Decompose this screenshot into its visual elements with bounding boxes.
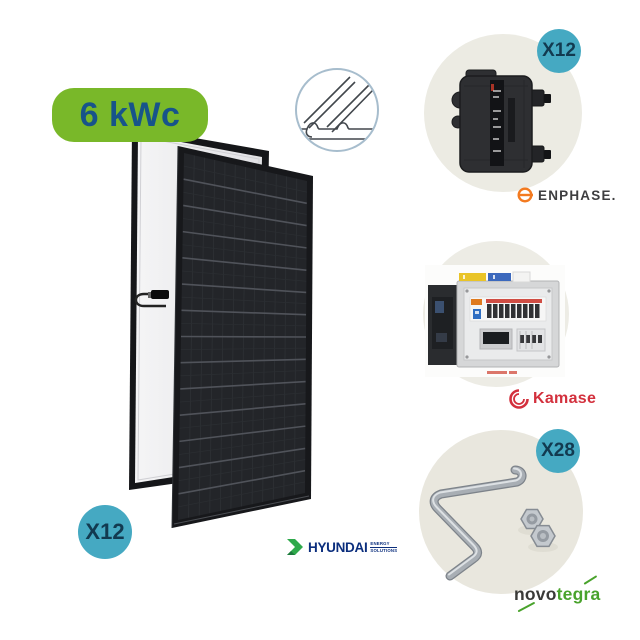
- kamase-wordmark: Kamase: [533, 390, 597, 407]
- novotegra-logo: novotegra: [514, 584, 600, 605]
- enphase-logo: ENPHASE.: [516, 186, 617, 204]
- hyundai-sub-line2: SOLUTIONS: [370, 547, 398, 553]
- hook-count-badge: X28: [536, 429, 580, 473]
- enphase-wordmark: ENPHASE.: [538, 187, 617, 203]
- hyundai-sub-line1: ENERGY: [370, 541, 398, 548]
- power-badge-label: 6 kWc: [79, 95, 181, 134]
- inverter-count-badge: X12: [537, 29, 581, 73]
- roof-hook: [429, 465, 527, 581]
- hyundai-sub-wordmark: ENERGY SOLUTIONS: [370, 541, 398, 553]
- ac-box-photo-circle: [423, 241, 569, 387]
- novotegra-wordmark-dark: novo: [514, 584, 557, 604]
- kamase-logo: Kamase: [508, 388, 596, 410]
- microinverter-drawing: [451, 69, 551, 173]
- kamase-icon: [509, 389, 529, 409]
- novotegra-wordmark-green: tegra: [556, 584, 601, 604]
- flange-nut: [530, 524, 556, 548]
- ac-box-drawing: [425, 265, 565, 377]
- tile-profile-icon: [295, 68, 379, 152]
- flange-nut: [520, 508, 544, 530]
- panel-count-label: X12: [85, 519, 125, 544]
- junction-cable: [134, 290, 169, 308]
- inverter-count-label: X12: [542, 40, 576, 61]
- roof-hook-drawing: [429, 465, 558, 581]
- hyundai-wordmark: HYUNDAI: [308, 539, 368, 555]
- hyundai-arrow-icon: [287, 539, 303, 555]
- power-badge: 6 kWc: [52, 88, 208, 142]
- front-panel: [171, 145, 313, 529]
- panel-count-badge: X12: [78, 505, 132, 559]
- enphase-icon: [517, 187, 533, 203]
- hook-count-label: X28: [541, 440, 575, 461]
- hyundai-logo: HYUNDAI ENERGY SOLUTIONS: [286, 538, 398, 556]
- solar-panels-illustration: [129, 127, 313, 529]
- microinverter-photo-circle: [424, 34, 582, 192]
